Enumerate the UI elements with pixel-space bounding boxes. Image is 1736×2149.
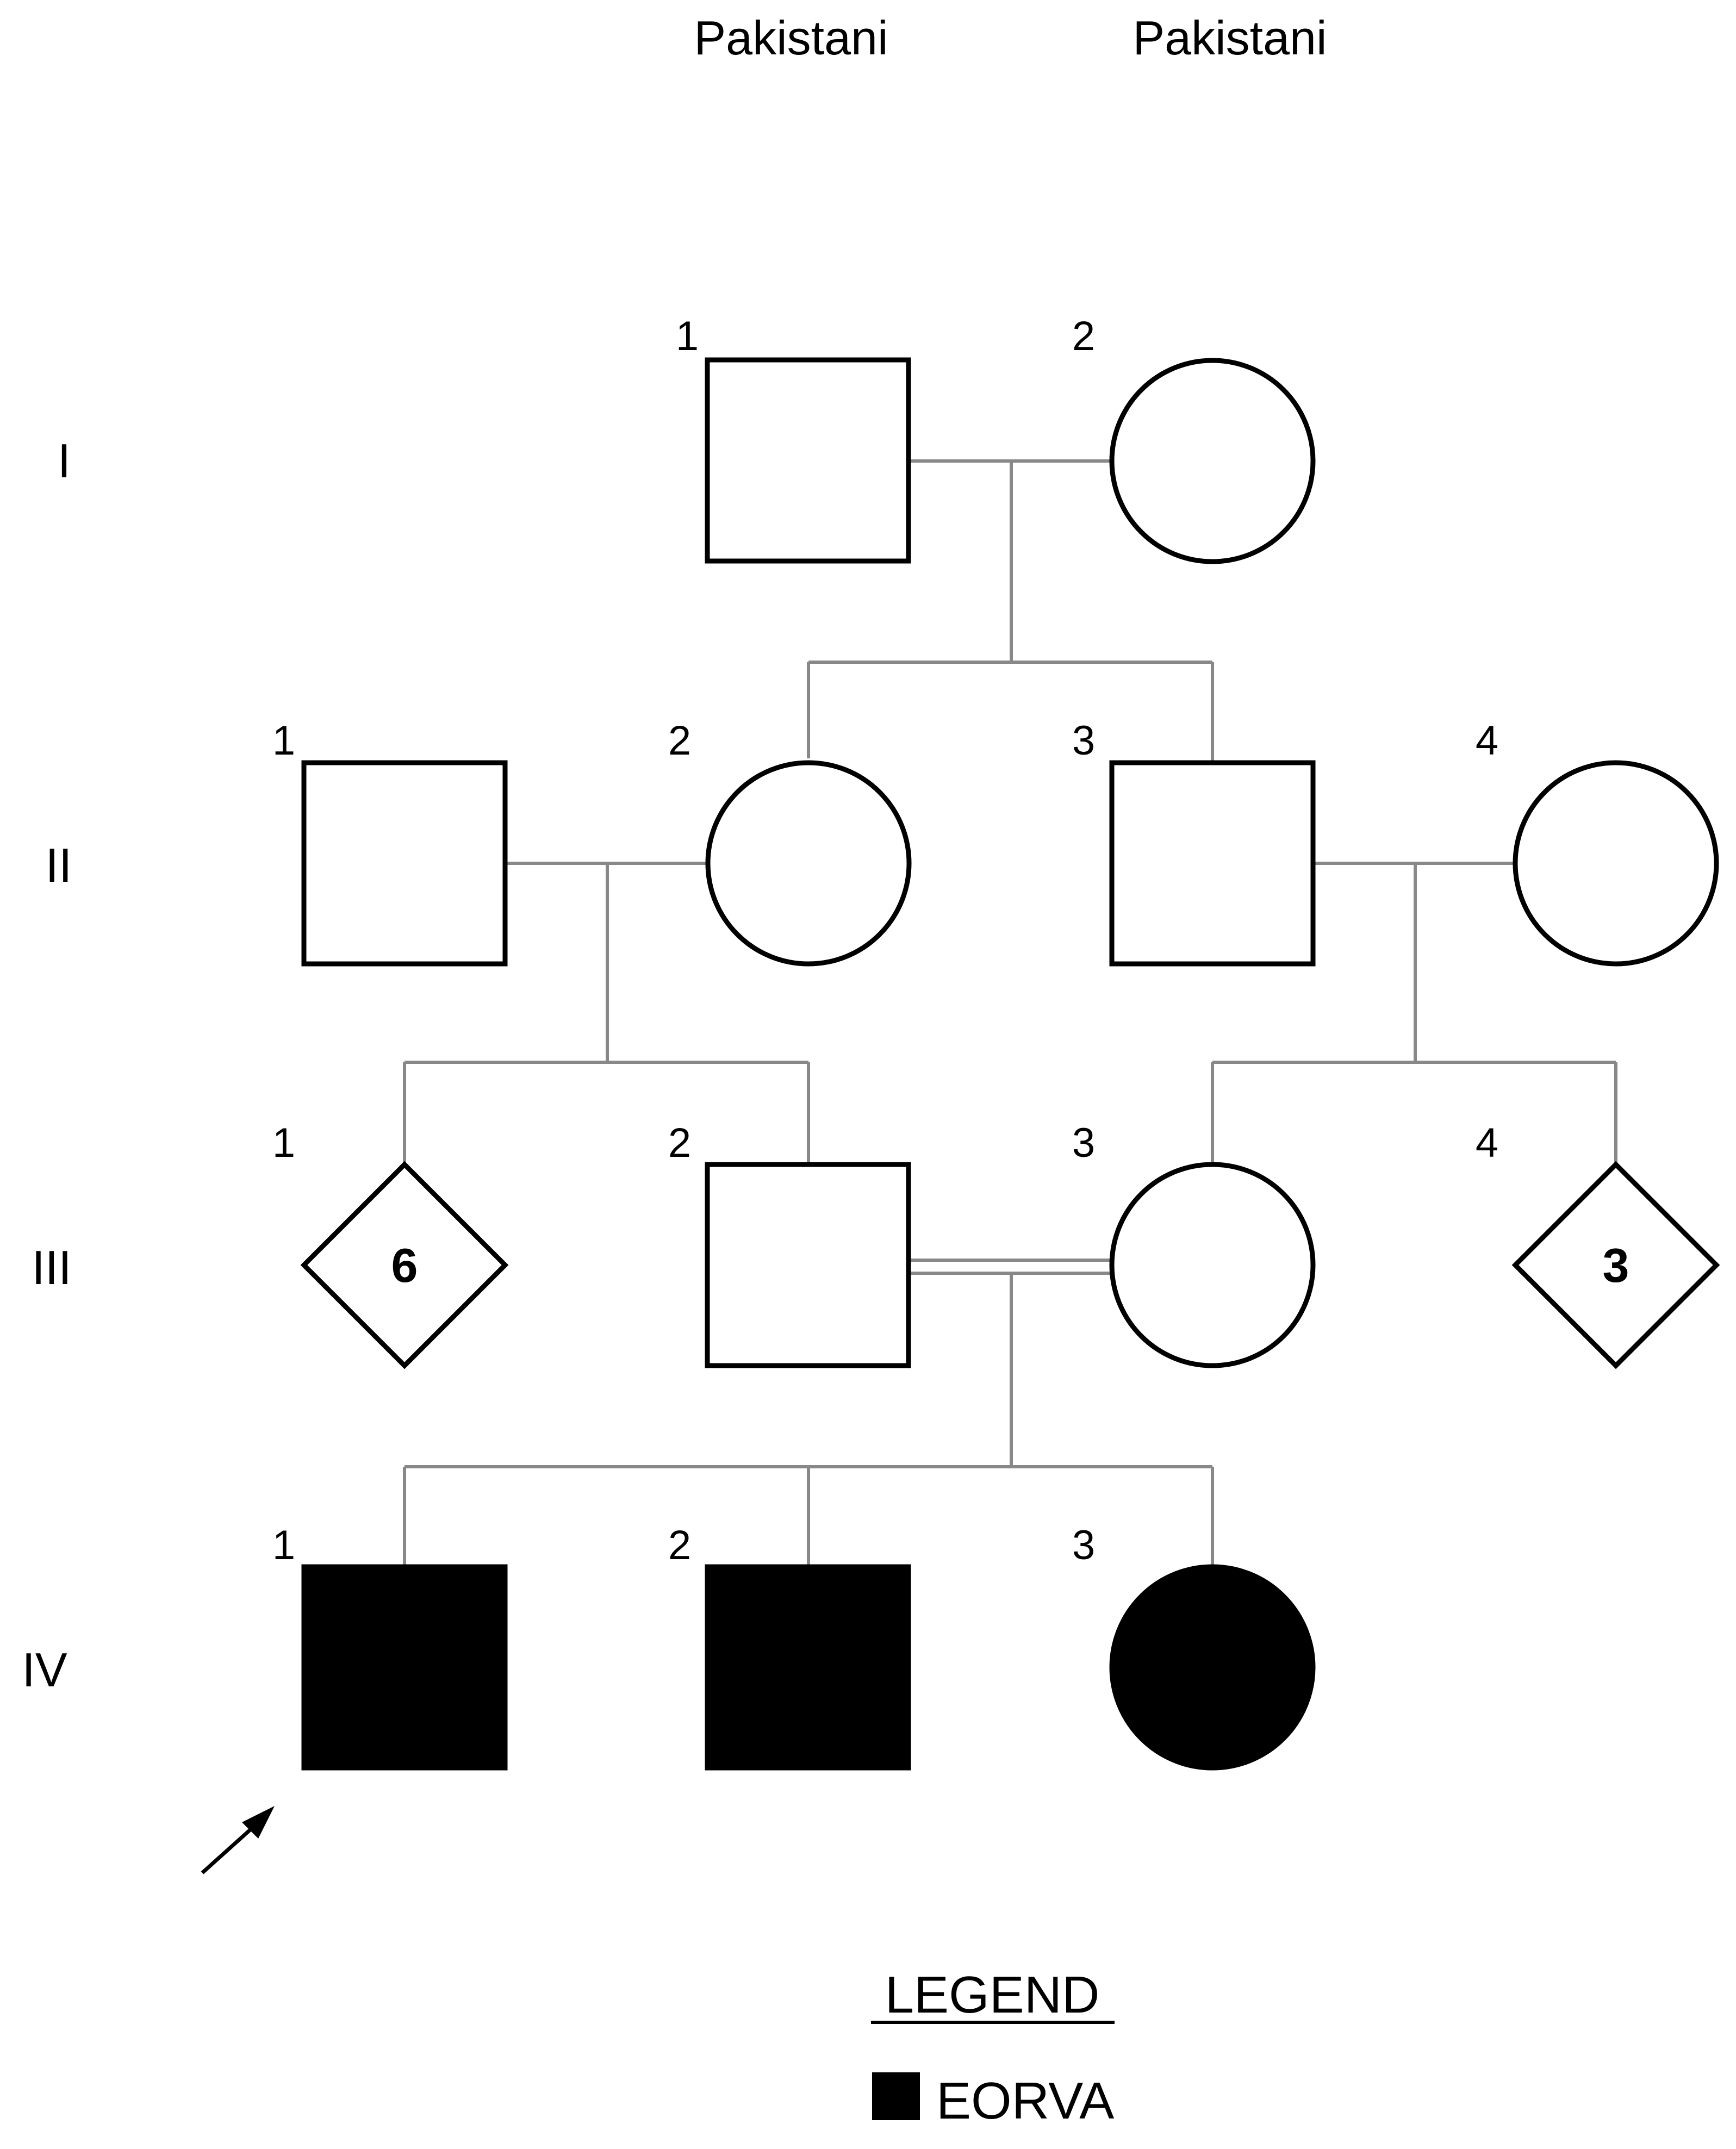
male-symbol [705, 1162, 911, 1368]
individual-ii-3: 3 [1072, 718, 1316, 967]
connector-lines [403, 459, 1617, 1567]
male-symbol [301, 760, 508, 967]
ethnicity-label-father: Pakistani [694, 11, 888, 65]
generation-label-i: I [58, 434, 71, 488]
proband-arrow-icon [201, 1806, 275, 1874]
sibling-count: 6 [391, 1238, 418, 1292]
individual-number: 3 [1072, 1120, 1095, 1166]
legend-filled-square-icon [872, 2072, 920, 2120]
individual-ii-2: 2 [668, 718, 912, 967]
individual-iii-2: 2 [668, 1120, 911, 1368]
individual-number: 2 [668, 1522, 691, 1568]
individual-iv-2: 2 [668, 1522, 911, 1771]
affected-male-symbol [705, 1564, 911, 1771]
individual-number: 3 [1072, 1522, 1095, 1568]
individual-number: 3 [1072, 718, 1095, 764]
male-symbol [1109, 760, 1316, 967]
generation-label-iv: IV [22, 1643, 67, 1697]
generation-label-iii: III [32, 1241, 71, 1294]
individual-iii-1: 6 1 [272, 1120, 509, 1369]
individual-iv-1: 1 [272, 1522, 508, 1771]
individual-iv-3: 3 [1072, 1522, 1316, 1771]
male-symbol [705, 357, 911, 564]
legend-title: LEGEND [885, 1966, 1100, 2024]
female-symbol [1109, 358, 1316, 564]
female-symbol [1109, 1162, 1316, 1368]
generation-label-ii: II [46, 838, 72, 892]
ethnicity-label-mother: Pakistani [1133, 11, 1327, 65]
individual-iii-3: 3 [1072, 1120, 1316, 1368]
individual-number: 1 [676, 313, 699, 359]
individual-number: 1 [272, 1120, 295, 1166]
legend: LEGEND EORVA [871, 1966, 1115, 2130]
unknown-sex-symbol [1511, 1161, 1720, 1369]
individual-ii-4: 4 [1476, 718, 1719, 967]
sibling-count: 3 [1603, 1238, 1629, 1292]
individual-number: 1 [272, 1522, 295, 1568]
individual-i-1: 1 [676, 313, 911, 564]
individual-iii-4: 3 4 [1476, 1120, 1720, 1369]
individual-number: 4 [1476, 718, 1498, 764]
individual-number: 2 [1072, 313, 1095, 359]
individual-ii-1: 1 [272, 718, 508, 967]
female-symbol [1513, 760, 1719, 967]
unknown-sex-symbol [300, 1161, 509, 1369]
affected-male-symbol [301, 1564, 508, 1771]
individual-number: 1 [272, 718, 295, 764]
individual-number: 2 [668, 1120, 691, 1166]
individual-i-2: 2 [1072, 313, 1316, 564]
affected-female-symbol [1109, 1564, 1316, 1771]
female-symbol [705, 760, 912, 967]
individual-number: 4 [1476, 1120, 1498, 1166]
individual-number: 2 [668, 718, 691, 764]
legend-item-label: EORVA [936, 2072, 1114, 2130]
